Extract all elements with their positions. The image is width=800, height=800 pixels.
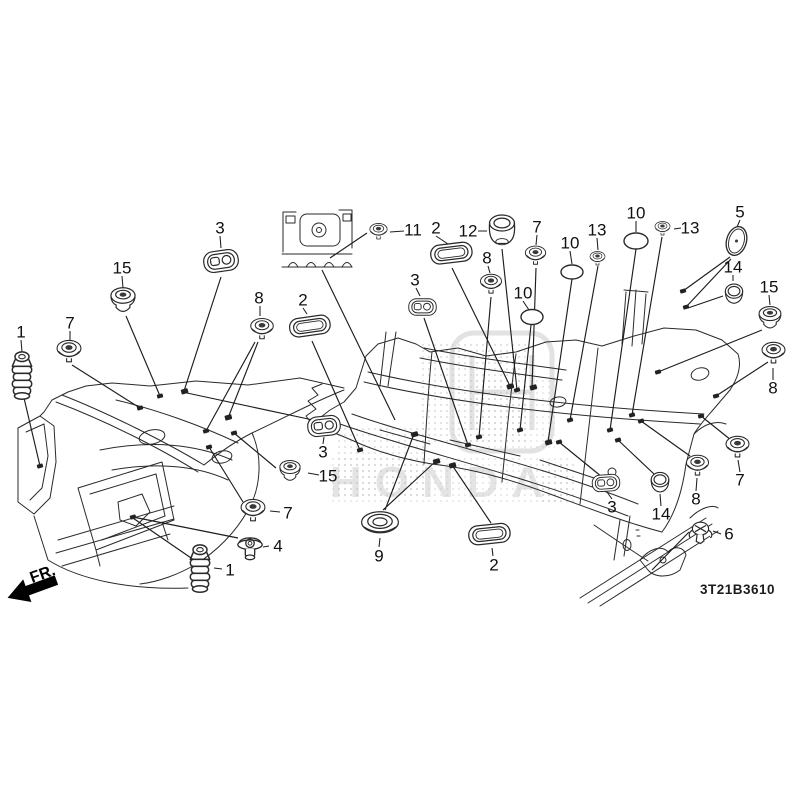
sill-inset-drawing bbox=[579, 505, 719, 607]
halftone-watermark-patches bbox=[330, 340, 574, 506]
leader-lines bbox=[23, 232, 769, 571]
fr-arrow-icon bbox=[7, 575, 59, 602]
part-12-deep-grommet bbox=[488, 214, 516, 246]
diagram-part-code: 3T21B3610 bbox=[700, 582, 776, 597]
part-9-wide-grommet bbox=[360, 511, 400, 534]
part-6-push-clip bbox=[688, 521, 713, 545]
part-11-small-grommet bbox=[369, 223, 388, 240]
part-4-mushroom-plug bbox=[237, 537, 263, 561]
part-1-bellows-boot bbox=[11, 351, 211, 593]
hole-location-dots bbox=[36, 288, 720, 520]
engine-mount-inset-drawing bbox=[281, 209, 353, 268]
front-body-drawing bbox=[17, 377, 345, 589]
part-5-disc-plug bbox=[722, 224, 751, 258]
part-10-blank-oval-plug bbox=[520, 232, 649, 326]
label-connectors bbox=[20, 219, 774, 570]
